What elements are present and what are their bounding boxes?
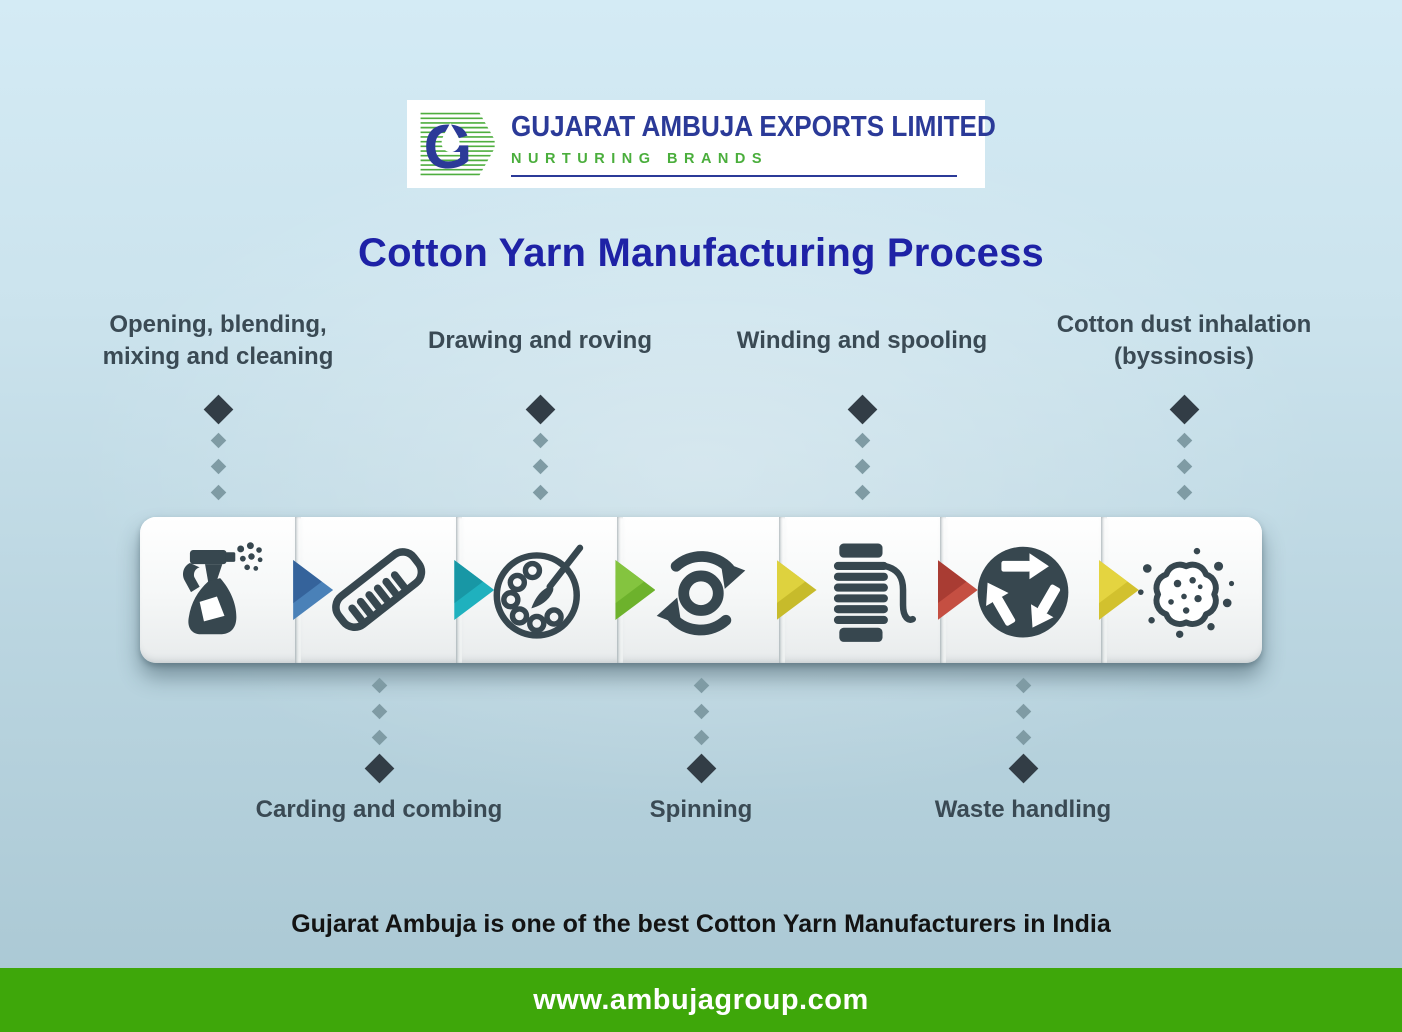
stage-box-dust [1106, 517, 1262, 663]
connector-diamond [1169, 394, 1199, 425]
connector-diamond [847, 394, 877, 425]
connector-diamond [210, 458, 226, 475]
connector-diamond [693, 729, 709, 746]
connector-column [1008, 677, 1038, 784]
logo-text-block: GUJARAT AMBUJA EXPORTS LIMITED NURTURING… [511, 111, 996, 177]
connector-diamond [525, 394, 555, 425]
stage-divider [1098, 517, 1139, 663]
connector-diamond [371, 677, 387, 694]
connector-diamond [1015, 677, 1031, 694]
connector-diamond [854, 458, 870, 475]
stage-box-opening [140, 517, 296, 663]
process-bar [140, 517, 1262, 663]
stage-label-carding: Carding and combing [255, 796, 503, 824]
connector-diamond [203, 394, 233, 425]
connector-diamond [854, 432, 870, 449]
flow-arrow [937, 560, 978, 620]
connector-diamond [1015, 729, 1031, 746]
dust-cloud-icon [1138, 547, 1235, 638]
spray-bottle-icon [182, 542, 263, 635]
stage-label-opening: Opening, blending, mixing and cleaning [102, 311, 334, 370]
connector-diamond [371, 703, 387, 720]
page-title: Cotton Yarn Manufacturing Process [358, 231, 1044, 275]
stage-divider [454, 517, 495, 663]
connector-column [686, 677, 716, 784]
stage-box-waste [945, 517, 1101, 663]
connector-column [364, 677, 394, 784]
connector-diamond [1008, 753, 1038, 784]
connector-diamond [364, 753, 394, 784]
stage-label-winding: Winding and spooling [736, 327, 988, 355]
footer-bar: www.ambujagroup.com [0, 968, 1402, 1032]
connector-diamond [693, 703, 709, 720]
yarn-spool-icon [834, 543, 917, 642]
tagline-text: Gujarat Ambuja is one of the best Cotton… [291, 910, 1111, 938]
brand-tagline: NURTURING BRANDS [511, 151, 769, 167]
comb-icon [331, 548, 425, 631]
connector-diamond [532, 458, 548, 475]
connector-diamond [693, 677, 709, 694]
company-logo: G GUJARAT AMBUJA EXPORTS LIMITED NURTURI… [407, 100, 996, 188]
website-url: www.ambujagroup.com [533, 983, 869, 1016]
connector-column [1169, 394, 1199, 501]
spinning-arrows-icon [656, 551, 746, 636]
company-name: GUJARAT AMBUJA EXPORTS LIMITED [511, 111, 996, 143]
logo-monogram-icon: G [420, 112, 495, 182]
connector-diamond [532, 484, 548, 501]
connector-diamond [371, 729, 387, 746]
connector-diamond [210, 432, 226, 449]
connector-diamond [686, 753, 716, 784]
stage-label-spinning: Spinning [649, 796, 753, 824]
connector-diamond [1015, 703, 1031, 720]
connector-diamond [1176, 484, 1192, 501]
stage-box-winding [784, 517, 940, 663]
stage-divider [937, 517, 978, 663]
connector-column [203, 394, 233, 501]
stage-divider [293, 517, 334, 663]
stage-label-dust: Cotton dust inhalation (byssinosis) [1056, 311, 1312, 370]
stage-box-drawing [462, 517, 618, 663]
connector-column [847, 394, 877, 501]
stage-divider [615, 517, 656, 663]
stage-label-waste: Waste handling [934, 796, 1112, 824]
recycle-icon [977, 546, 1069, 638]
stage-divider [776, 517, 817, 663]
connector-diamond [532, 432, 548, 449]
connector-column [525, 394, 555, 501]
stage-label-drawing: Drawing and roving [427, 327, 652, 355]
connector-diamond [1176, 432, 1192, 449]
connector-diamond [210, 484, 226, 501]
palette-brush-icon [493, 544, 584, 639]
connector-diamond [1176, 458, 1192, 475]
connector-diamond [854, 484, 870, 501]
